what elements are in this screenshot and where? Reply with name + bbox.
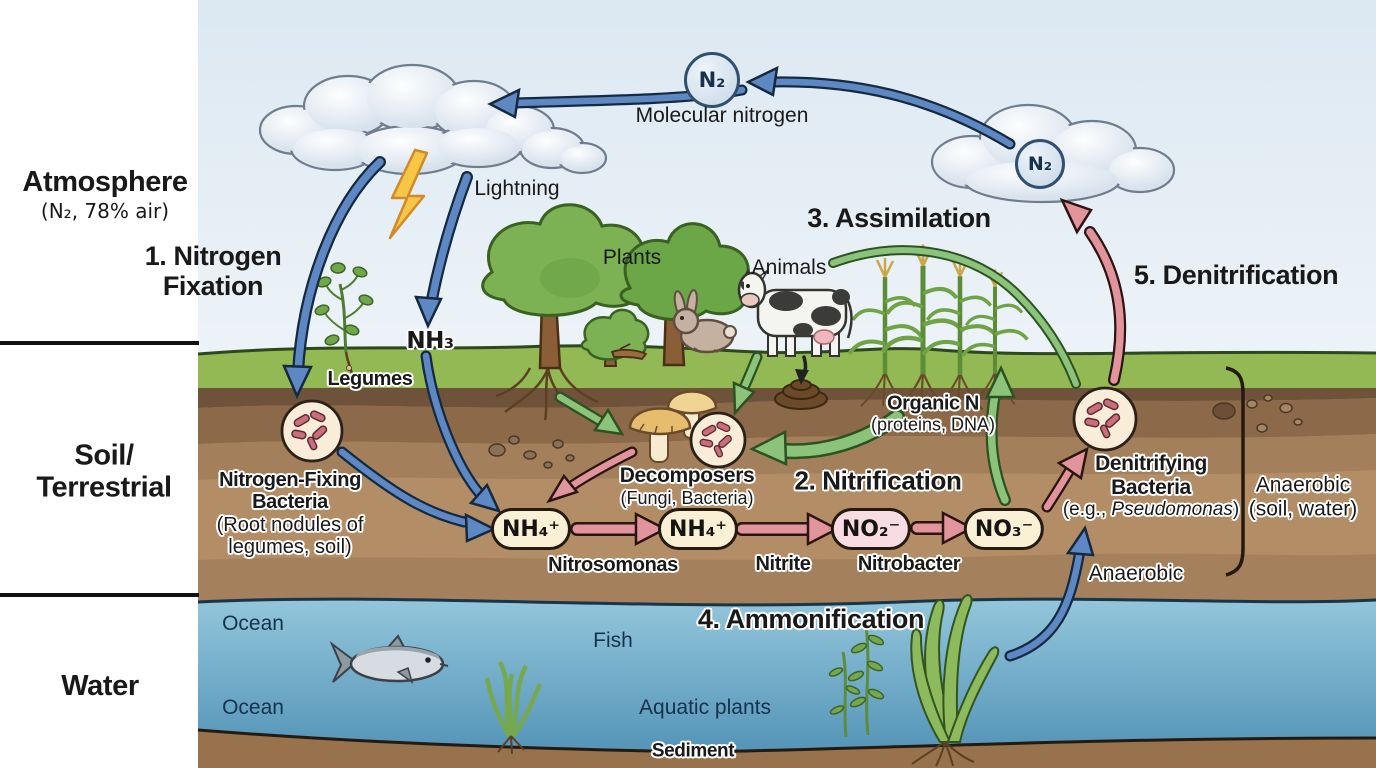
sidebar-atmosphere-title: Atmosphere [22,165,188,198]
arrow-assimilation-arc [828,245,1081,389]
lightning-label: Lightning [474,177,560,201]
ocean-label-2: Ocean [222,696,284,720]
arrow-water-to-denitrifying [1004,525,1095,662]
process-fixation-label: 1. Nitrogen Fixation [144,240,282,301]
nitrogen-fixing-bacteria-icon [280,399,344,463]
sidebar-water-title: Water [61,669,139,702]
arrow-animals-to-decomposers [732,351,763,417]
aquatic-plants-label: Aquatic plants [639,696,771,720]
arrow-cloud-to-n2 [745,65,1016,150]
arrows [282,65,1127,662]
process-assimilation-label: 3. Assimilation [807,202,991,233]
arrow-cow-to-dung [795,355,809,385]
nh3-label: NH₃ [406,328,454,355]
legume-plant [314,262,374,353]
arrow-no2-to-no3 [910,510,975,546]
aquatic-plant-small [828,619,885,738]
seaweed-big [910,594,1000,767]
process-ammonification-label: 4. Ammonification [697,603,925,634]
cow-dung [774,379,828,410]
arrow-no3-to-plants [985,365,1016,506]
arrow-organicn-to-decomposers [749,409,905,466]
animals-label: Animals [751,256,827,280]
nitrobacter-label: Nitrobacter [857,552,961,575]
arrow-no3-to-denitrifying [1041,446,1089,513]
legume-root [344,351,357,381]
arrow-decomposers-to-nh4 [546,446,638,504]
ocean-label-1: Ocean [222,612,284,636]
no2-pill: NO₂⁻ [830,508,912,550]
tree-small [580,308,650,367]
cow [737,268,853,357]
grass-band [197,344,1376,388]
sidebar-soil-title: Soil/ Terrestrial [36,439,172,504]
process-denitrification-label: 5. Denitrification [1133,259,1339,290]
sediment-band [197,728,1376,768]
rabbit [672,289,737,354]
nh4-pill-2: NH₄⁺ [657,508,739,550]
decomposers-label: Decomposers (Fungi, Bacteria) [619,464,755,508]
mushrooms [628,390,718,463]
tree-large [481,203,645,370]
nitrogen-fixing-bacteria-label: Nitrogen-Fixing Bacteria (Root nodules o… [216,469,364,559]
arrow-litter-to-decomposers [554,391,625,436]
sidebar-divider-atmosphere-soil [0,341,199,345]
anaerobic-bottom-label: Anaerobic [1088,562,1184,586]
soil-pebbles-left [488,435,575,469]
no3-pill: NO₃⁻ [963,508,1045,550]
legumes-label: Legumes [327,367,413,390]
arrow-fixation-to-bacteria [282,156,386,400]
lightning-bolt [388,148,429,240]
nitrite-label: Nitrite [755,552,811,575]
sediment-label: Sediment [651,740,735,762]
fish [329,634,449,684]
nh4-pill-1: NH₄⁺ [490,508,572,550]
arrow-nh4-to-nh4 [570,511,668,547]
n2-molecule-right: N₂ [1015,139,1065,189]
sidebar-divider-soil-water [0,593,199,597]
denitrifying-bacteria-label: Denitrifying Bacteria (e.g., Pseudomonas… [1062,451,1240,520]
arrow-bacteria-to-nh4 [336,446,497,543]
organic-n-label: Organic N (proteins, DNA) [870,392,996,436]
plants-label: Plants [602,246,662,270]
water-band [197,597,1376,768]
anaerobic-side-label: Anaerobic (soil, water) [1248,473,1358,520]
arrow-nh3-to-nh4 [420,350,502,513]
nitrosomonas-label: Nitrosomonas [548,553,678,576]
process-nitrification-label: 2. Nitrification [794,465,962,496]
anaerobic-bracket [1225,366,1245,577]
arrow-lightning-to-nh3 [414,171,473,330]
denitrifying-bacteria-icon [1072,386,1138,452]
sidebar-atmosphere-subtitle: (N₂, 78% air) [40,198,170,223]
fish-label: Fish [593,629,633,653]
arrow-denitrification-to-n2 [1059,197,1127,386]
molecular-nitrogen-caption: Molecular nitrogen [635,104,809,128]
n2-molecule-top: N₂ [684,52,740,108]
decomposer-bacteria-icon [689,411,747,469]
log [610,343,648,361]
seaweed-left [484,660,543,755]
pseudomonas-genus: Pseudomonas [1111,498,1233,520]
soil-pebbles-right [1212,394,1303,433]
arrow-nh4-to-no2 [735,511,840,547]
